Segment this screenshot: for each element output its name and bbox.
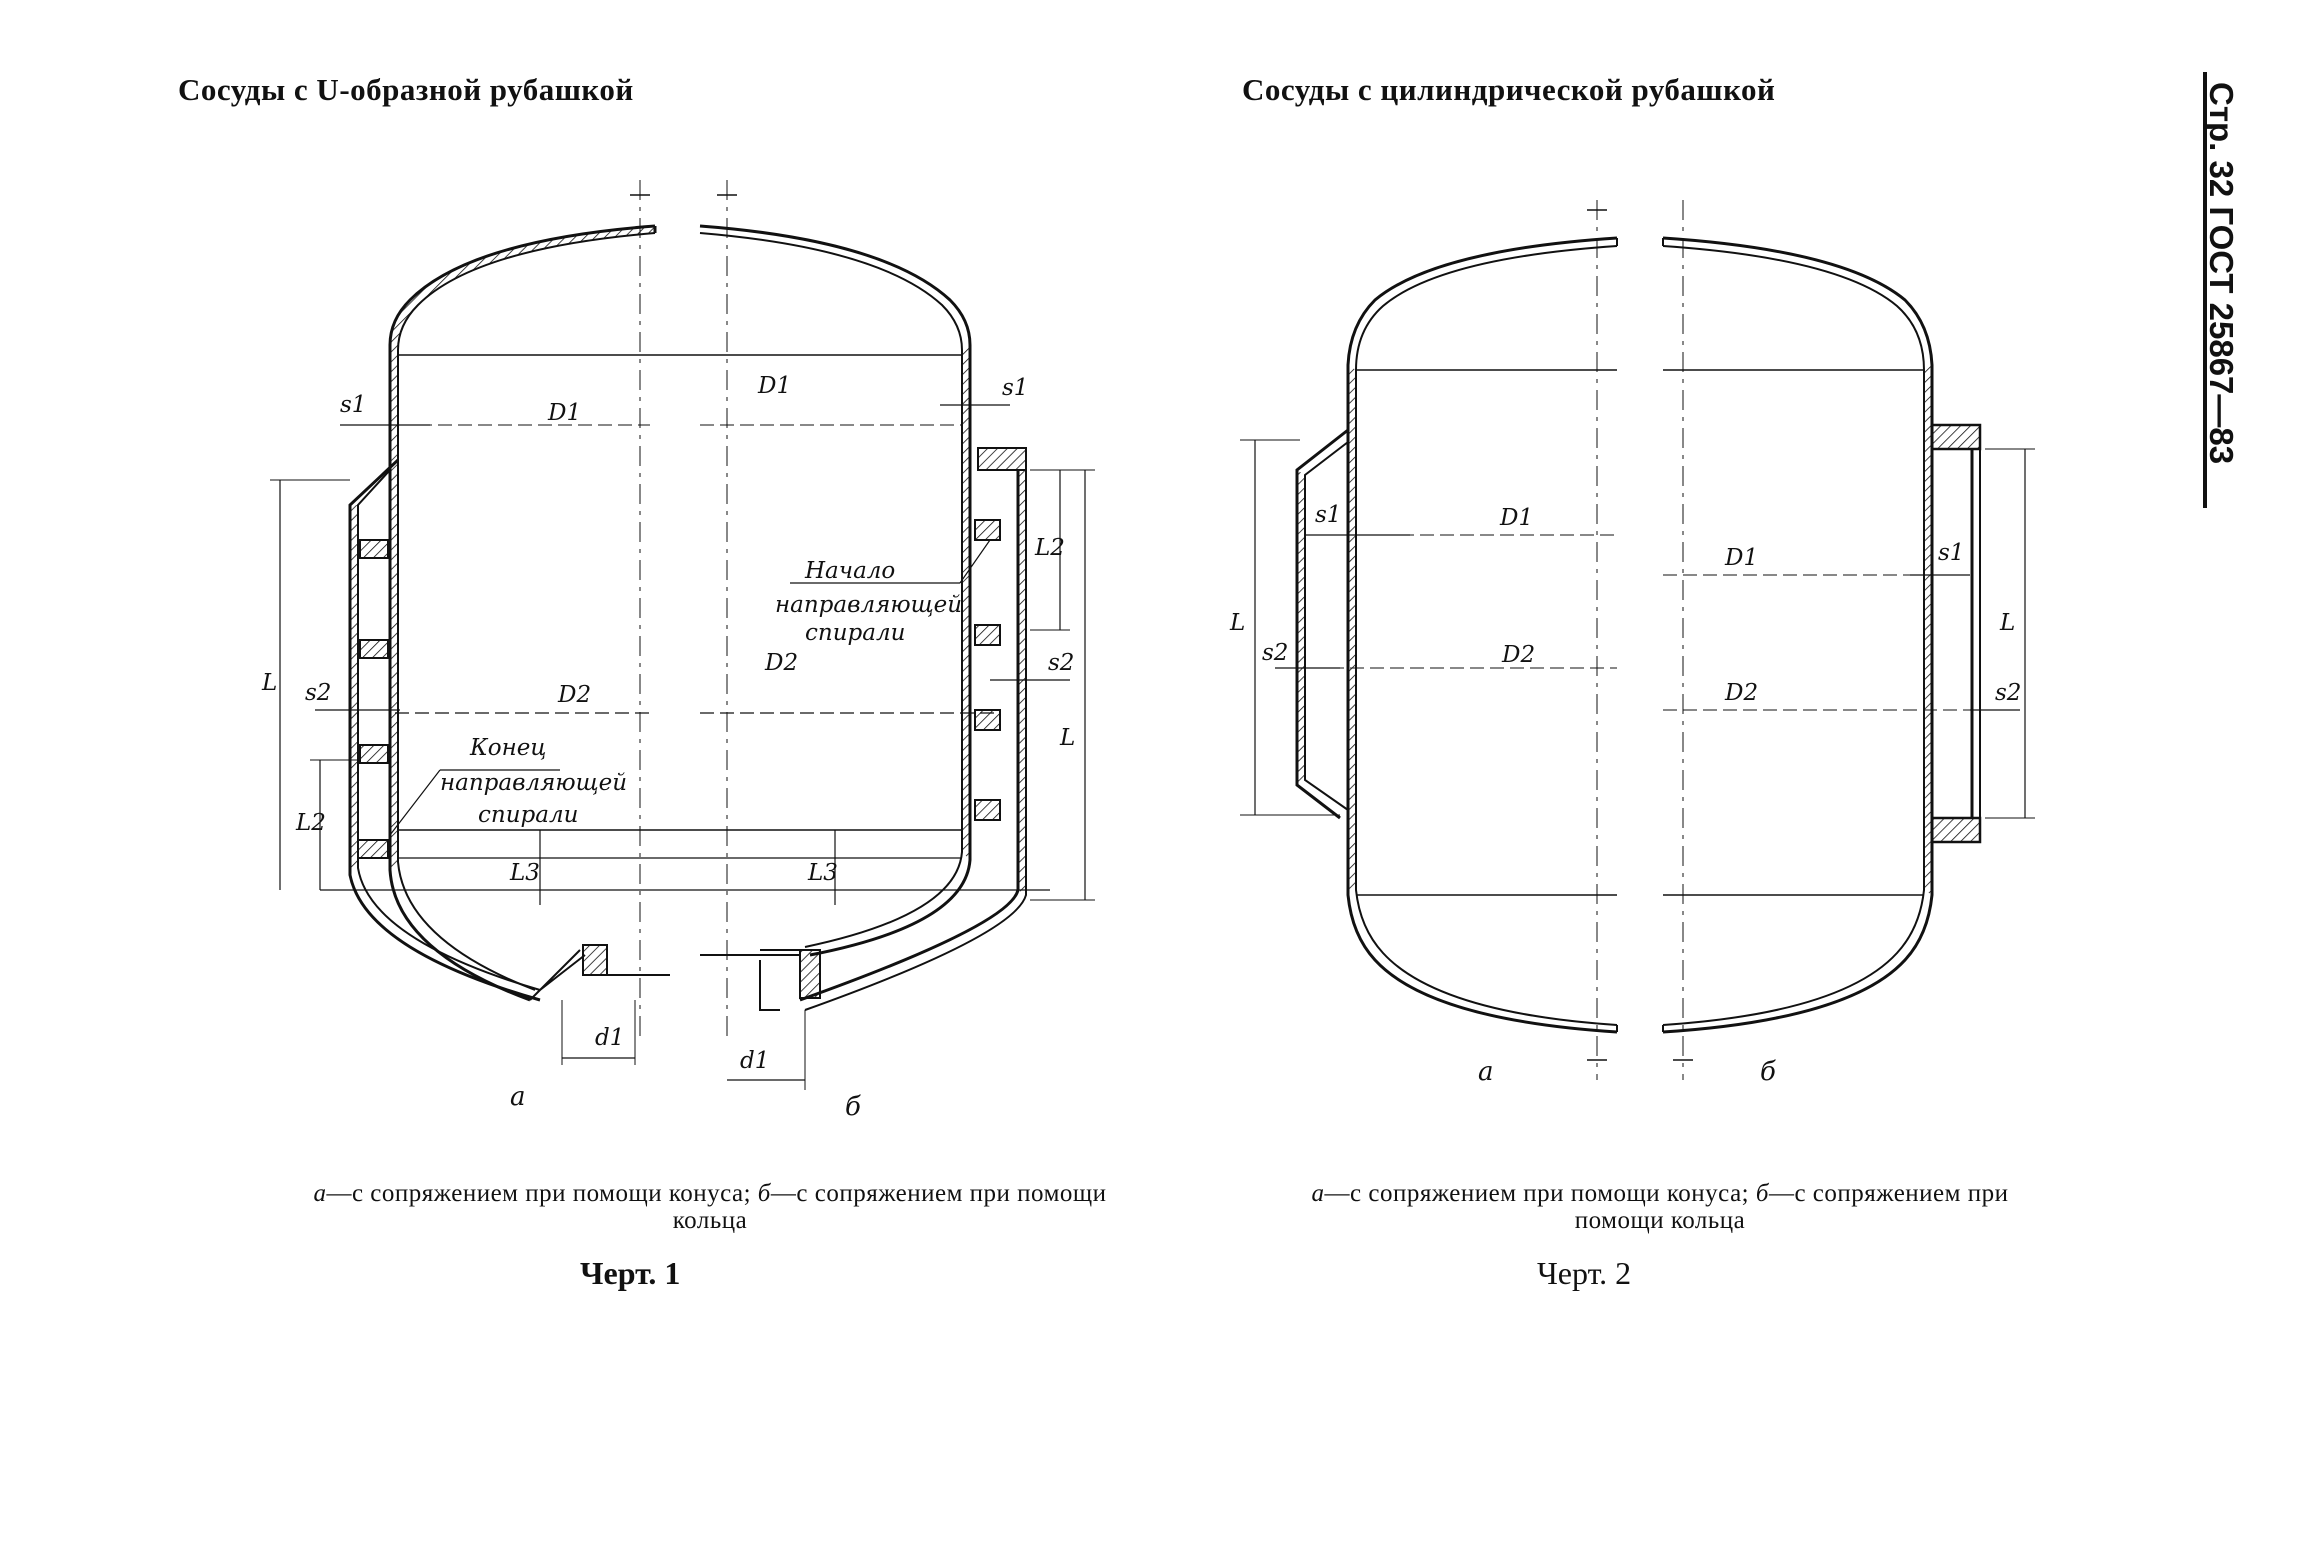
- fig2-label-d1-a: D1: [1499, 505, 1533, 531]
- fig1-label-s1-b: s1: [1002, 375, 1028, 401]
- fig2-label-d2-b: D2: [1724, 680, 1758, 706]
- figure-2-drawing: [1240, 200, 2035, 1080]
- figure-2-labels: D1 D2 D1 D2 s1 s2 s1 s2 L L а б: [1229, 502, 2021, 1087]
- fig1-label-s1-a: s1: [340, 392, 366, 418]
- fig1-callout-start-1: Начало: [804, 558, 895, 584]
- fig2-label-L-b: L: [1999, 610, 2015, 636]
- fig1-label-d1-a: D1: [547, 400, 581, 426]
- fig1-label-d1-b: D1: [757, 373, 791, 399]
- fig1-caption-b: —с сопряжением при помощи кольца: [672, 1180, 1107, 1234]
- fig2-caption-a: —с сопряжением при помощи конуса;: [1324, 1180, 1750, 1207]
- figure-1-drawing: [270, 180, 1095, 1090]
- fig1-variant-a: а: [510, 1082, 526, 1112]
- fig2-label-L-a: L: [1229, 610, 1245, 636]
- fig1-label-d1-nozzle-a: d1: [595, 1025, 624, 1051]
- side-rule: [2203, 72, 2207, 508]
- fig1-label-L2-b: L2: [1034, 535, 1065, 561]
- figure-2-title: Черт. 2: [1537, 1255, 1632, 1291]
- fig2-shell-a: [1346, 236, 1618, 1034]
- fig2-label-d1-b: D1: [1724, 545, 1758, 571]
- fig2-caption-a-prefix: а: [1311, 1180, 1325, 1207]
- fig1-caption-a: —с сопряжением при помощи конуса;: [326, 1180, 752, 1207]
- fig1-jacket-a: [348, 458, 541, 1002]
- fig2-label-s1-b: s1: [1938, 540, 1964, 566]
- fig1-label-d1-nozzle-b: d1: [740, 1048, 769, 1074]
- heading-cylindrical-jacket: Сосуды с цилиндрической рубашкой: [1242, 72, 1776, 107]
- fig2-variant-b: б: [1760, 1057, 1776, 1087]
- fig2-label-s1-a: s1: [1315, 502, 1341, 528]
- figure-1-caption: а—с сопряжением при помощи конуса; б—с с…: [285, 1180, 1135, 1234]
- fig1-callout-start-2: направляющей: [775, 592, 962, 618]
- fig1-jacket-b: [799, 470, 1020, 1002]
- fig1-label-L2-a: L2: [295, 810, 326, 836]
- fig2-label-s2-a: s2: [1262, 640, 1288, 666]
- figure-1-labels: D1 D1 D2 D2 s1 s2 s1 s2 L L2 L3 L L2 L3 …: [261, 373, 1075, 1122]
- heading-u-jacket: Сосуды с U-образной рубашкой: [178, 72, 634, 107]
- fig1-label-L-b: L: [1059, 725, 1075, 751]
- fig1-caption-a-prefix: а: [313, 1180, 327, 1207]
- fig1-label-d2-a: D2: [557, 682, 591, 708]
- fig2-caption-b-prefix: б: [1755, 1180, 1769, 1207]
- fig1-label-s2-a: s2: [305, 680, 331, 706]
- fig1-shell-b: [699, 224, 972, 957]
- fig1-label-L-a: L: [261, 670, 277, 696]
- figure-2-caption: а—с сопряжением при помощи конуса; б—с с…: [1270, 1180, 2050, 1234]
- fig2-caption-b: —с сопряжением при помощи кольца: [1574, 1180, 2009, 1234]
- fig2-shell-b: [1662, 236, 1934, 1034]
- fig1-callout-end-1: Конец: [469, 735, 546, 761]
- fig1-callout-start-3: спирали: [805, 620, 905, 646]
- figure-1-title: Черт. 1: [580, 1255, 681, 1291]
- fig1-label-L3-b: L3: [807, 860, 838, 886]
- fig1-label-d2-b: D2: [764, 650, 798, 676]
- fig1-label-s2-b: s2: [1048, 650, 1074, 676]
- fig1-variant-b: б: [845, 1092, 861, 1122]
- fig2-label-s2-b: s2: [1995, 680, 2021, 706]
- fig1-callout-end-2: направляющей: [440, 770, 627, 796]
- fig1-label-L3-a: L3: [509, 860, 540, 886]
- fig2-variant-a: а: [1478, 1057, 1494, 1087]
- fig1-callout-end-3: спирали: [478, 802, 578, 828]
- fig2-label-d2-a: D2: [1501, 642, 1535, 668]
- fig1-caption-b-prefix: б: [757, 1180, 771, 1207]
